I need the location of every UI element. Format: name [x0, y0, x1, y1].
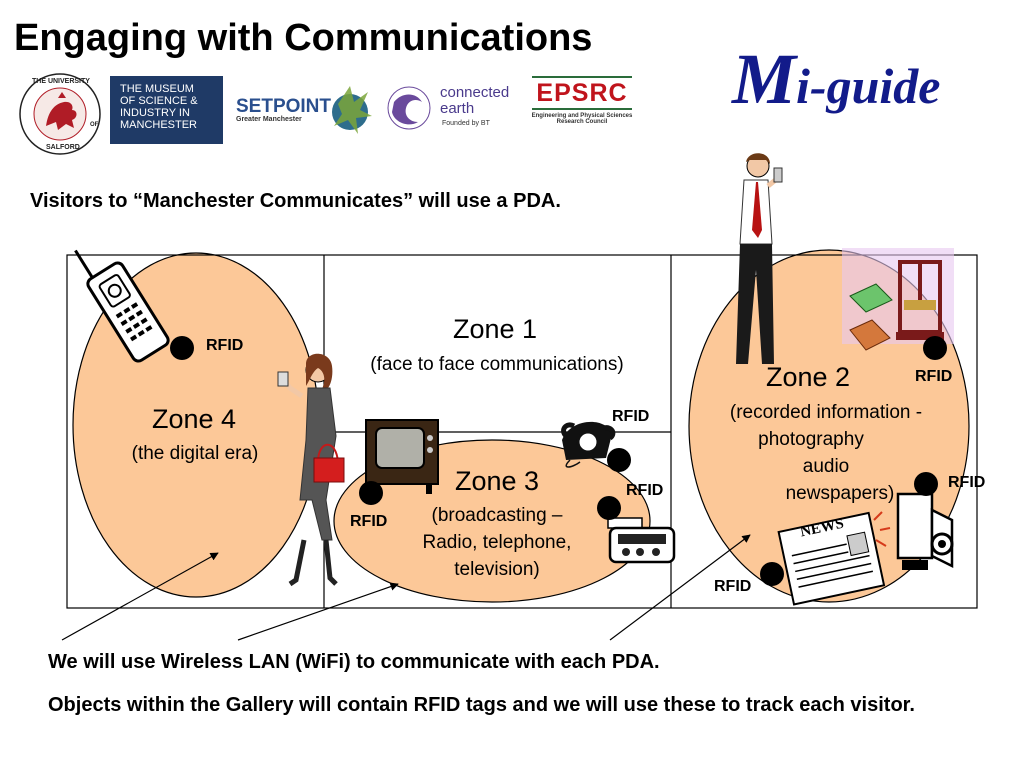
- pointer-arrow-zone2: [609, 534, 751, 641]
- zone1-title: Zone 1: [452, 314, 538, 344]
- rotary-telephone-icon: [561, 421, 616, 468]
- rfid-label-radio: RFID: [626, 482, 664, 499]
- zone4-subtitle: (the digital era): [131, 443, 259, 464]
- zone3-line-3: television): [454, 559, 540, 580]
- newspaper-burst-icon: [873, 511, 891, 547]
- salford-side-text: OF: [90, 122, 99, 128]
- connected-earth-sub: Founded by BT: [442, 120, 490, 127]
- rfid-label-phone: RFID: [206, 337, 244, 354]
- epsrc-logo: EPSRC Engineering and Physical Sciences …: [528, 76, 636, 136]
- rfid-tag-tv: [359, 481, 383, 505]
- gallery-frame: [66, 254, 978, 609]
- mobile-phone-icon: [74, 249, 170, 363]
- setpoint-name: SETPOINT: [236, 96, 332, 117]
- setpoint-sub: Greater Manchester: [236, 116, 302, 123]
- zone1-subtitle: (face to face communications): [370, 354, 624, 375]
- connected-earth-line2: earth: [440, 100, 475, 117]
- rfid-tag-camera: [914, 472, 938, 496]
- rfid-tag-newspaper: [760, 562, 784, 586]
- zone2-line-1: (recorded information -: [729, 402, 923, 423]
- rfid-tag-radio: [597, 496, 621, 520]
- salford-bottom-text: SALFORD: [46, 144, 80, 151]
- rfid-label-tv: RFID: [350, 513, 388, 530]
- rfid-label-telephone: RFID: [612, 408, 650, 425]
- university-of-salford-logo: THE UNIVERSITY SALFORD OF: [18, 72, 102, 156]
- pointer-arrow-zone3: [237, 582, 399, 641]
- television-icon: [365, 419, 439, 494]
- museum-line-2: OF SCIENCE &: [120, 95, 198, 107]
- radio-icon: [607, 517, 676, 564]
- zone3-line-1: (broadcasting –: [431, 505, 563, 526]
- zone2-line-3: audio: [802, 456, 850, 477]
- zone3-line-2: Radio, telephone,: [422, 532, 572, 553]
- intro-text: Visitors to “Manchester Communicates” wi…: [30, 190, 561, 212]
- connected-earth-line1: connected: [440, 84, 510, 101]
- newspaper-icon: [777, 511, 886, 606]
- rfid-label-press: RFID: [915, 368, 953, 385]
- brand-rest: i-guide: [796, 58, 941, 114]
- rfid-tag-press: [923, 336, 947, 360]
- rfid-statement: Objects within the Gallery will contain …: [48, 694, 915, 716]
- rfid-label-newspaper: RFID: [714, 578, 752, 595]
- woman-with-pda-figure: [277, 353, 345, 587]
- page-title: Engaging with Communications: [14, 17, 593, 59]
- zone2-line-4: newspapers): [785, 483, 895, 504]
- zone3-title: Zone 3: [454, 466, 540, 496]
- rfid-label-camera: RFID: [948, 474, 986, 491]
- epsrc-sub1: Engineering and Physical Sciences: [531, 113, 633, 119]
- books-icon: [849, 283, 893, 351]
- pointer-arrow-zone4: [61, 552, 219, 641]
- museum-line-3: INDUSTRY IN: [120, 107, 190, 119]
- salford-top-text: THE UNIVERSITY: [32, 78, 90, 85]
- epsrc-sub2: Research Council: [556, 119, 608, 125]
- setpoint-logo: SETPOINT Greater Manchester: [236, 82, 376, 138]
- mi-guide-brand: Mi-guide: [732, 38, 940, 121]
- connected-earth-logo: connected earth Founded by BT: [386, 82, 522, 138]
- brand-m: M: [732, 39, 797, 119]
- museum-of-science-logo: THE MUSEUM OF SCIENCE & INDUSTRY IN MANC…: [110, 76, 223, 144]
- man-with-pda-figure: [736, 153, 783, 364]
- zone2-title: Zone 2: [765, 362, 851, 392]
- museum-line-4: MANCHESTER: [120, 119, 198, 131]
- zone4-title: Zone 4: [151, 404, 237, 434]
- wifi-statement: We will use Wireless LAN (WiFi) to commu…: [48, 651, 660, 673]
- rfid-tag-phone: [170, 336, 194, 360]
- camera-icon: [896, 492, 954, 570]
- museum-line-1: THE MUSEUM: [120, 83, 194, 95]
- rfid-tag-telephone: [607, 448, 631, 472]
- epsrc-name: EPSRC: [536, 79, 628, 107]
- zone2-line-2: photography: [758, 429, 864, 450]
